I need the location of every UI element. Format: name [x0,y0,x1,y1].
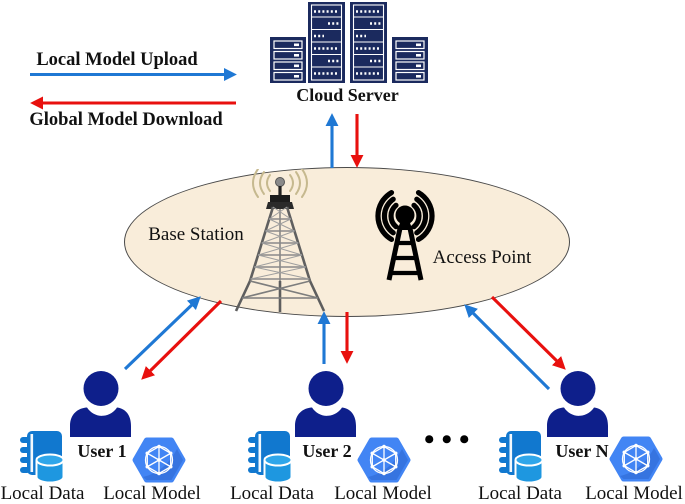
user-n-person-icon [547,371,608,437]
user-n-local-model-icon [609,436,663,482]
access-point-icon [375,190,435,281]
user-2-local-data-icon [248,431,293,483]
user-1-label: User 1 [77,441,127,461]
user-1-local-data-icon [20,431,65,483]
user-1-download-arrow [141,299,223,380]
cloud-server-icon [270,2,428,83]
user-n-upload-arrow [464,304,551,391]
user-n-local-model-label: Local Model [585,483,683,504]
user-1-upload-arrow [123,296,201,371]
base-station-label: Base Station [148,224,244,245]
user-1-person-icon [70,371,131,437]
coverage-ellipse [124,167,570,317]
user-2-local-data-label: Local Data [230,483,314,504]
user-n-download-arrow [490,295,566,370]
user-n-label: User N [555,441,609,461]
base-station-icon [234,169,326,312]
server-rack-right [392,37,428,83]
user-1-local-data-label: Local Data [0,483,85,504]
more-users-ellipsis: ••• [424,423,477,456]
user-n-local-data-icon [499,431,544,483]
download-legend-label: Global Model Download [29,110,223,130]
user-n-local-data-label: Local Data [478,483,562,504]
user-2-person-icon [295,371,356,437]
server-rack-center-a [308,2,345,83]
upload-legend-label: Local Model Upload [36,50,198,70]
user-2-local-model-icon [357,437,411,483]
database-cylinder [35,453,65,483]
user-1-local-model-icon [132,437,186,483]
user-2-local-model-label: Local Model [334,483,432,504]
wifi-waves [375,190,435,242]
user-1-local-model-label: Local Model [103,483,201,504]
server-rack-left [270,37,306,83]
access-point-label: Access Point [432,247,532,268]
radio-waves [252,169,308,198]
user-2-label: User 2 [302,441,352,461]
server-rack-center-b [350,2,387,83]
database-cylinder [263,453,293,483]
database-cylinder [514,453,544,483]
cloud-server-label: Cloud Server [296,85,399,105]
